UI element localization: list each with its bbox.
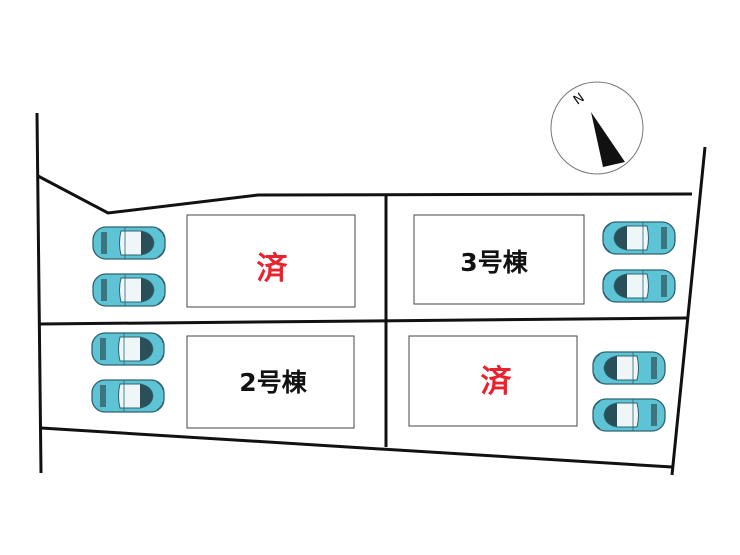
house-footprint-top-left — [186, 214, 356, 308]
house-footprint-bottom-right — [408, 335, 578, 427]
car-icon — [603, 270, 675, 302]
car-icon — [92, 226, 166, 260]
house-footprints — [186, 214, 585, 429]
lot-label-bottom-right: 済 — [481, 364, 513, 400]
car-icon — [92, 273, 166, 307]
house-footprint-bottom-left — [186, 335, 355, 429]
car-icon — [593, 352, 665, 384]
car-icon — [603, 222, 675, 254]
lot-label-top-left: 済 — [257, 251, 289, 287]
car-icon — [91, 379, 165, 413]
parking-cars — [91, 222, 675, 431]
divider-horizontal — [39, 316, 688, 326]
house-footprint-top-right — [413, 214, 585, 305]
boundary-top — [37, 174, 693, 215]
car-icon — [91, 332, 165, 366]
boundary-right — [670, 146, 707, 476]
car-icon — [593, 399, 665, 431]
lot-label-top-right: 3号棟 — [460, 248, 528, 277]
boundary-left — [35, 112, 43, 474]
boundary-bottom — [40, 426, 673, 469]
compass: N — [550, 81, 644, 175]
north-arrow-icon — [591, 112, 625, 167]
lot-label-bottom-left: 2号棟 — [239, 368, 307, 397]
site-boundary — [35, 112, 707, 476]
